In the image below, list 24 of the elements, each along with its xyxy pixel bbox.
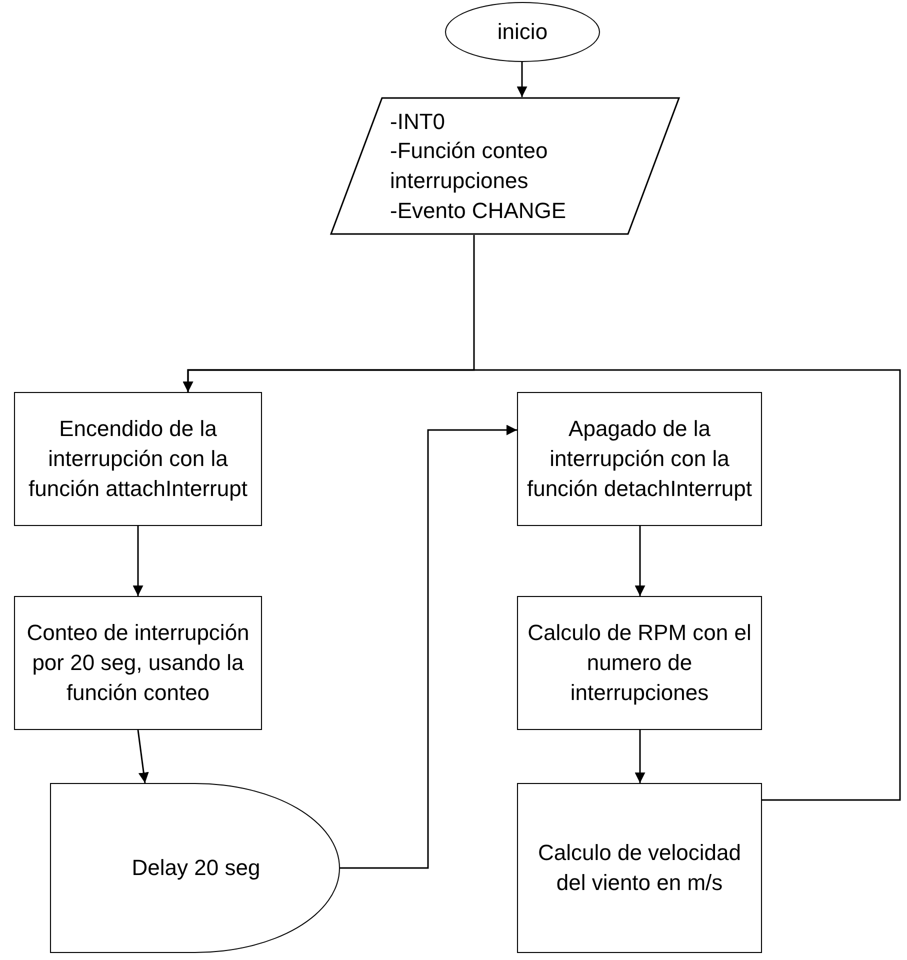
node-text: Conteo de interrupción por 20 seg, usando la función conteo — [26, 619, 250, 707]
node-text: -INT0 — [390, 108, 445, 136]
delay-shape — [50, 783, 340, 953]
node-text: inicio — [497, 18, 548, 46]
process-box — [14, 392, 262, 526]
node-text: Calculo de RPM con el numero de interrupciones — [526, 619, 752, 707]
process-box — [517, 392, 762, 526]
arrow — [634, 730, 646, 783]
node-text: -Función conteo interrupciones — [390, 137, 549, 195]
arrow — [634, 526, 646, 596]
node-text: Calculo de velocidad del viento en m/s — [536, 839, 742, 897]
node-text: Apagado de la interrupción con la función detachInterrupt — [526, 415, 753, 503]
arrow — [182, 369, 901, 801]
arrow — [132, 526, 144, 596]
process-box — [517, 783, 762, 953]
input-parallelogram — [330, 97, 680, 235]
node-text: Encendido de la interrupción con la función attachInterrupt — [28, 415, 248, 503]
process-box — [517, 596, 762, 730]
process-box — [14, 596, 262, 730]
node-text: -Evento CHANGE — [390, 196, 566, 225]
node-text: Delay 20 seg — [132, 854, 260, 882]
arrow — [137, 730, 149, 784]
arrow — [516, 62, 528, 97]
arrow — [340, 424, 517, 869]
